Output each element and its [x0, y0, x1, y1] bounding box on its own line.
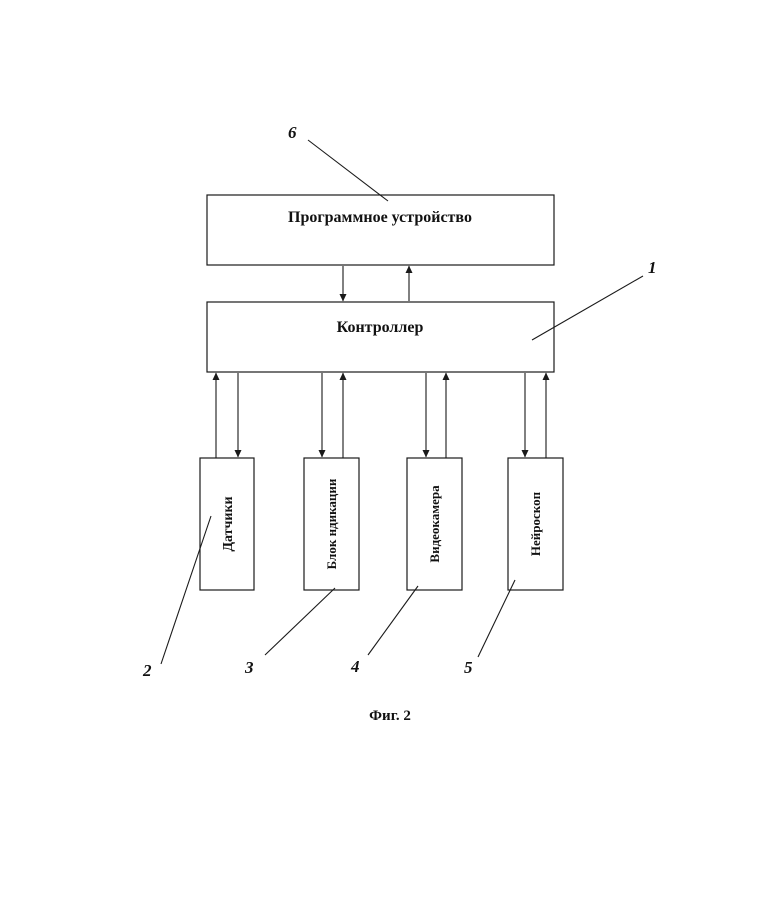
program-device-label: Программное устройство [288, 209, 472, 226]
ref-numeral-3: 3 [244, 658, 254, 677]
ref-numeral-5: 5 [464, 658, 473, 677]
ref-numeral-4: 4 [350, 657, 360, 676]
ref-numeral-1: 1 [648, 258, 657, 277]
neuroscope-label: Нейроскоп [528, 491, 543, 556]
program-device-block: Программное устройство [207, 195, 554, 265]
leader-5 [478, 580, 515, 657]
indication-unit-label: Блок ндикации [324, 478, 339, 569]
ref-numeral-2: 2 [142, 661, 152, 680]
neuroscope-block: Нейроскоп [508, 458, 563, 590]
controller-block: Контроллер [207, 302, 554, 372]
leader-4 [368, 586, 418, 655]
video-camera-block: Видеокамера [407, 458, 462, 590]
leader-3 [265, 588, 335, 655]
indication-unit-block: Блок ндикации [304, 458, 359, 590]
figure-caption: Фиг. 2 [369, 708, 411, 724]
video-camera-label: Видеокамера [427, 485, 442, 563]
leader-6 [308, 140, 388, 201]
controller-label: Контроллер [337, 319, 424, 336]
sensors-label: Датчики [221, 496, 236, 551]
ref-numeral-6: 6 [288, 123, 297, 142]
